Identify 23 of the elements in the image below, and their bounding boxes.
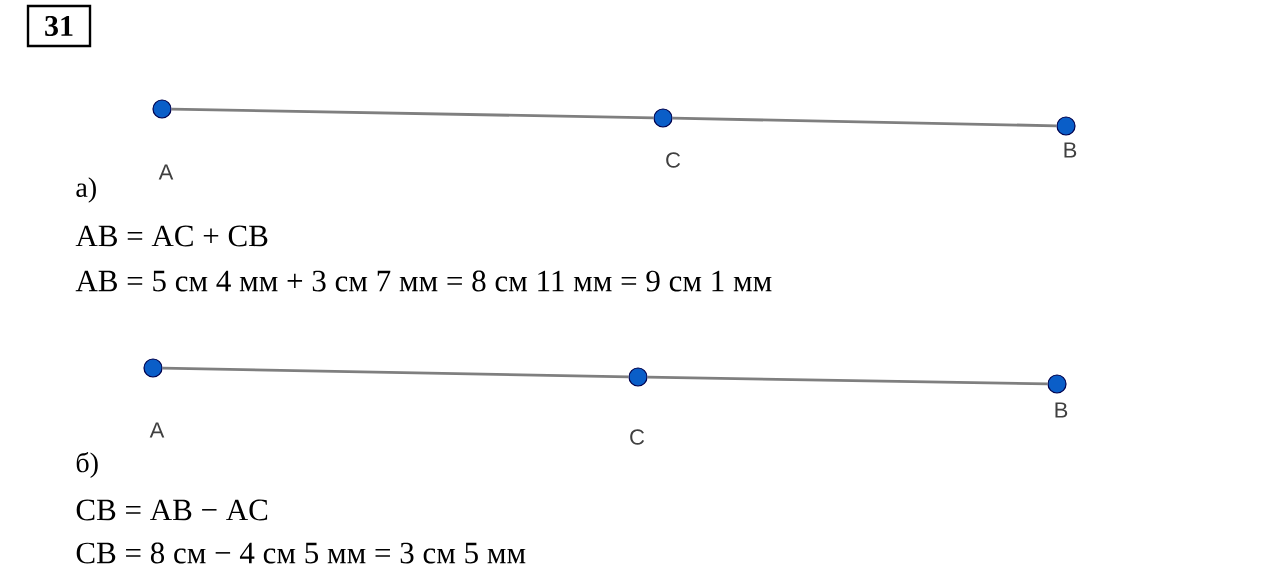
segment bbox=[171, 107, 654, 120]
segment bbox=[647, 375, 1048, 386]
point-label: C bbox=[666, 152, 681, 168]
point-label: A bbox=[149, 422, 165, 438]
point bbox=[653, 108, 673, 128]
point-label: B bbox=[1055, 402, 1068, 418]
segment bbox=[672, 116, 1057, 128]
number-box: 31 bbox=[26, 4, 92, 48]
point-label: B bbox=[1064, 142, 1077, 158]
point bbox=[152, 99, 172, 119]
solution-text: а) bbox=[76, 177, 96, 203]
point bbox=[628, 367, 648, 387]
solution-text: AB = AC + CB bbox=[75, 225, 268, 247]
solution-text: AB = 5 см 4 мм + 3 см 7 мм = 8 см 11 мм = 9 см 1 мм bbox=[75, 270, 772, 292]
point bbox=[1056, 116, 1076, 136]
point-label: A bbox=[158, 164, 174, 180]
solution-text: б) bbox=[76, 452, 98, 478]
point bbox=[143, 358, 163, 378]
segment bbox=[162, 366, 629, 379]
point bbox=[1047, 374, 1067, 394]
point-label: C bbox=[630, 429, 645, 445]
solution-text: CB = 8 см − 4 см 5 мм = 3 см 5 мм bbox=[76, 542, 526, 564]
solution-text: CB = AB − AC bbox=[76, 499, 268, 521]
